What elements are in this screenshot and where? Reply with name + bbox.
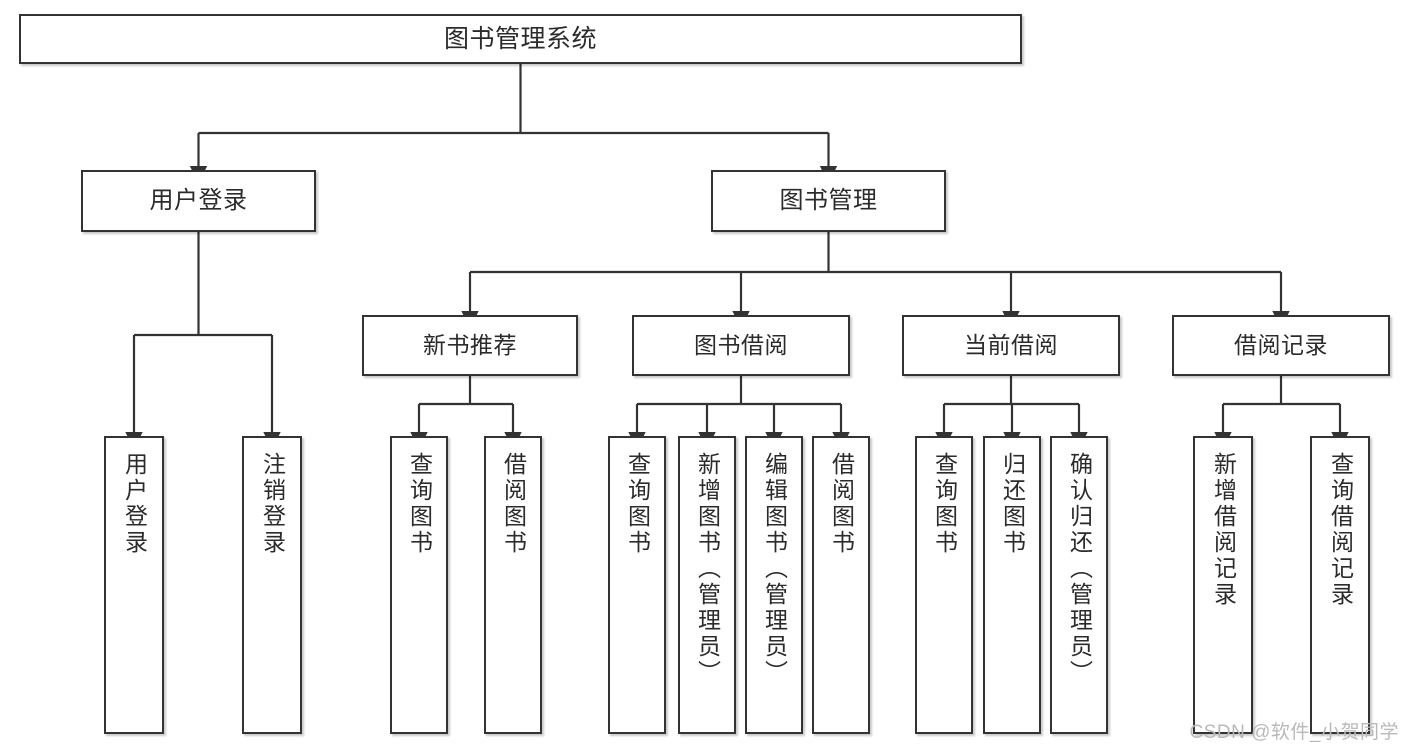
node-newbook[interactable]: 新书推荐 — [362, 315, 578, 376]
node-leaf3[interactable]: 查询图书 — [390, 436, 448, 734]
node-bookmgmt[interactable]: 图书管理 — [711, 170, 946, 232]
node-leaf11[interactable]: 确认归还（管理员） — [1050, 436, 1108, 734]
node-root[interactable]: 图书管理系统 — [19, 14, 1022, 64]
node-label: 注销登录 — [259, 452, 286, 556]
node-label: 图书借阅 — [694, 332, 788, 359]
node-label: 借阅图书 — [828, 452, 855, 556]
node-leaf4[interactable]: 借阅图书 — [484, 436, 542, 734]
node-label: 用户登录 — [121, 452, 148, 556]
node-leaf10[interactable]: 归还图书 — [983, 436, 1041, 734]
node-label: 确认归还（管理员） — [1066, 452, 1093, 686]
node-label: 查询借阅记录 — [1327, 452, 1354, 608]
node-records[interactable]: 借阅记录 — [1172, 315, 1390, 376]
node-label: 图书管理 — [779, 187, 878, 215]
node-login[interactable]: 用户登录 — [81, 170, 316, 232]
node-label: 查询图书 — [931, 452, 958, 556]
node-borrow[interactable]: 图书借阅 — [632, 315, 850, 376]
node-label: 查询图书 — [624, 452, 651, 556]
node-current[interactable]: 当前借阅 — [902, 315, 1120, 376]
node-label: 归还图书 — [999, 452, 1026, 556]
node-leaf2[interactable]: 注销登录 — [242, 436, 302, 734]
node-label: 查询图书 — [406, 452, 433, 556]
watermark: CSDN @软件_小贺同学 — [1189, 722, 1399, 743]
node-leaf6[interactable]: 新增图书（管理员） — [678, 436, 736, 734]
node-label: 新书推荐 — [423, 332, 517, 359]
node-label: 新增图书（管理员） — [694, 452, 721, 686]
node-leaf7[interactable]: 编辑图书（管理员） — [745, 436, 803, 734]
node-leaf8[interactable]: 借阅图书 — [812, 436, 870, 734]
node-label: 借阅图书 — [500, 452, 527, 556]
edges — [125, 64, 1349, 450]
node-label: 当前借阅 — [964, 332, 1058, 359]
node-label: 新增借阅记录 — [1210, 452, 1237, 608]
node-label: 借阅记录 — [1234, 332, 1328, 359]
node-leaf9[interactable]: 查询图书 — [915, 436, 973, 734]
node-label: 编辑图书（管理员） — [761, 452, 788, 686]
node-leaf5[interactable]: 查询图书 — [608, 436, 666, 734]
node-label: 用户登录 — [149, 187, 248, 215]
node-leaf13[interactable]: 查询借阅记录 — [1310, 436, 1370, 734]
node-leaf12[interactable]: 新增借阅记录 — [1193, 436, 1253, 734]
node-label: 图书管理系统 — [443, 24, 597, 53]
node-leaf1[interactable]: 用户登录 — [104, 436, 164, 734]
